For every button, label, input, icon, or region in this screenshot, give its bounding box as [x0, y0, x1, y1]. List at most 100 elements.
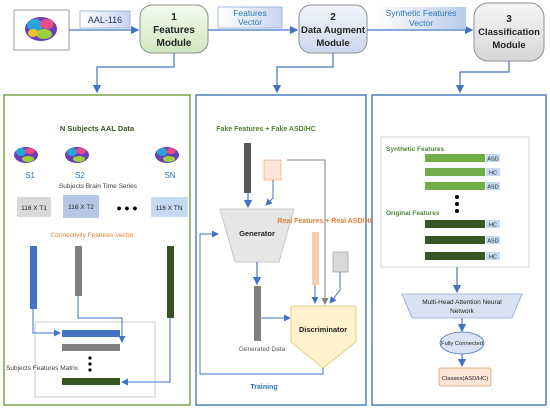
synthetic-row-3 — [425, 182, 485, 190]
original-row-3 — [425, 252, 485, 260]
synthetic-tag-2-label: HC — [489, 171, 497, 177]
generated-data-label: Generated Data — [239, 346, 286, 353]
label-sn: SN — [164, 171, 175, 180]
box1-label: 116 X T1 — [21, 205, 47, 212]
synthetic-vector-line1: Synthetic Features — [386, 8, 457, 18]
features-matrix-frame — [34, 321, 156, 398]
discriminator-label: Discriminator — [299, 325, 347, 334]
matrix-row-green — [62, 378, 120, 385]
classes-output-box — [438, 367, 492, 387]
synthetic-tag-2 — [486, 168, 500, 176]
synthetic-tag-3 — [486, 182, 500, 190]
real-features-bar — [312, 232, 319, 285]
arrow-green-bar-to-matrix — [121, 318, 171, 386]
original-tag-3 — [486, 252, 500, 260]
module2-line1: Data Augment — [301, 25, 366, 36]
arrow-module2-to-panel2 — [272, 53, 334, 94]
original-tag-3-label: HC — [489, 255, 497, 261]
matrix-label: Subjects Features Matrix — [6, 365, 79, 372]
real-label-box — [332, 251, 349, 273]
connectivity-bar-blue — [30, 246, 37, 309]
features-module: 1 Features Module — [139, 4, 209, 54]
attention-block — [401, 293, 523, 319]
time-series-box-1 — [17, 197, 51, 217]
fake-label-box — [263, 159, 282, 181]
features-vector-line2: Vector — [238, 17, 262, 27]
synthetic-vector-tag — [376, 7, 466, 29]
module2-line2: Module — [316, 38, 349, 49]
matrix-dot-2 — [88, 362, 92, 366]
synthetic-tag-1-label: ASD — [487, 157, 498, 163]
rows-dot-2 — [455, 202, 459, 206]
matrix-row-blue — [62, 330, 120, 337]
arrow-label-to-generator — [265, 180, 274, 206]
original-tag-1-label: HC — [489, 223, 497, 229]
matrix-row-gray — [62, 344, 120, 351]
classes-label: Classes(ASD/HC) — [442, 376, 488, 382]
classification-module: 3 Classification Module — [473, 2, 545, 62]
module2-number: 2 — [330, 12, 336, 23]
module3-line2: Module — [492, 40, 525, 51]
input-brain-image — [13, 9, 70, 51]
label-s2: S2 — [75, 171, 85, 180]
panel1-title: N Subjects AAL Data — [60, 124, 135, 133]
connectivity-bar-gray — [75, 246, 82, 296]
time-series-box-n — [151, 197, 188, 217]
module3-line1: Classification — [478, 27, 540, 38]
synthetic-row-1 — [425, 154, 485, 162]
synthetic-tag-3-label: ASD — [487, 185, 498, 191]
brain-icon-s1 — [14, 147, 38, 163]
training-label: Training — [250, 384, 277, 391]
brain-icon-sn — [155, 147, 179, 163]
aal-tag — [79, 10, 131, 29]
connectivity-label: Connectivity Features Vector — [50, 232, 134, 239]
module1-line2: Module — [157, 38, 192, 49]
arrow-module1-to-panel1 — [92, 53, 175, 94]
fully-connected-label: Fully Connected — [441, 341, 483, 347]
arrow-blue-bar-to-matrix — [32, 309, 61, 337]
attention-line2: Network — [450, 308, 475, 315]
matrix-dot-1 — [88, 356, 92, 360]
features-vector-line1: Features — [233, 8, 267, 18]
features-frame — [380, 136, 530, 268]
original-label: Original Features — [386, 210, 440, 217]
box3-label: 116 X TN — [156, 205, 183, 212]
matrix-dot-3 — [88, 368, 92, 372]
synthetic-row-2 — [425, 168, 485, 176]
original-tag-1 — [486, 220, 500, 228]
feedback-loop-arrow — [199, 230, 324, 375]
features-vector-tag — [217, 6, 283, 29]
synthetic-label: Synthetic Features — [386, 146, 445, 153]
module1-line1: Features — [153, 25, 195, 36]
arrow-gray-bar-to-matrix — [77, 296, 126, 343]
rows-dot-3 — [455, 209, 459, 213]
time-series-label: Subjects Brain Time Series — [59, 183, 138, 190]
connectivity-bar-green — [167, 246, 174, 318]
generator-block — [219, 208, 295, 263]
data-augment-module: 2 Data Augment Module — [298, 4, 368, 54]
noise-bar — [244, 143, 251, 193]
generated-bar — [254, 286, 261, 341]
aal-label: AAL-116 — [88, 15, 122, 25]
ellipsis-dots: ● ● ● — [116, 203, 137, 213]
brain-icon-s2 — [65, 147, 89, 163]
fake-label: Fake Features + Fake ASD/HC — [216, 126, 316, 133]
box2-label: 116 X T2 — [68, 204, 94, 211]
generator-label: Generator — [239, 229, 275, 238]
synthetic-tag-1 — [486, 154, 500, 162]
arrow-fake-label-to-discriminator — [287, 159, 329, 305]
arrow-module3-to-panel3 — [455, 61, 510, 94]
original-tag-2 — [486, 236, 500, 244]
original-row-1 — [425, 220, 485, 228]
original-tag-2-label: ASD — [487, 239, 498, 245]
label-s1: S1 — [25, 171, 35, 180]
time-series-box-2 — [63, 195, 99, 218]
synthetic-vector-line2: Vector — [409, 18, 433, 28]
module3-number: 3 — [506, 14, 512, 25]
discriminator-block — [290, 305, 357, 369]
classification-panel — [371, 94, 547, 406]
original-row-2 — [425, 236, 485, 244]
arrow-real-label-to-discriminator — [329, 272, 341, 304]
real-label: Real Features + Real ASD/HC — [277, 218, 374, 225]
